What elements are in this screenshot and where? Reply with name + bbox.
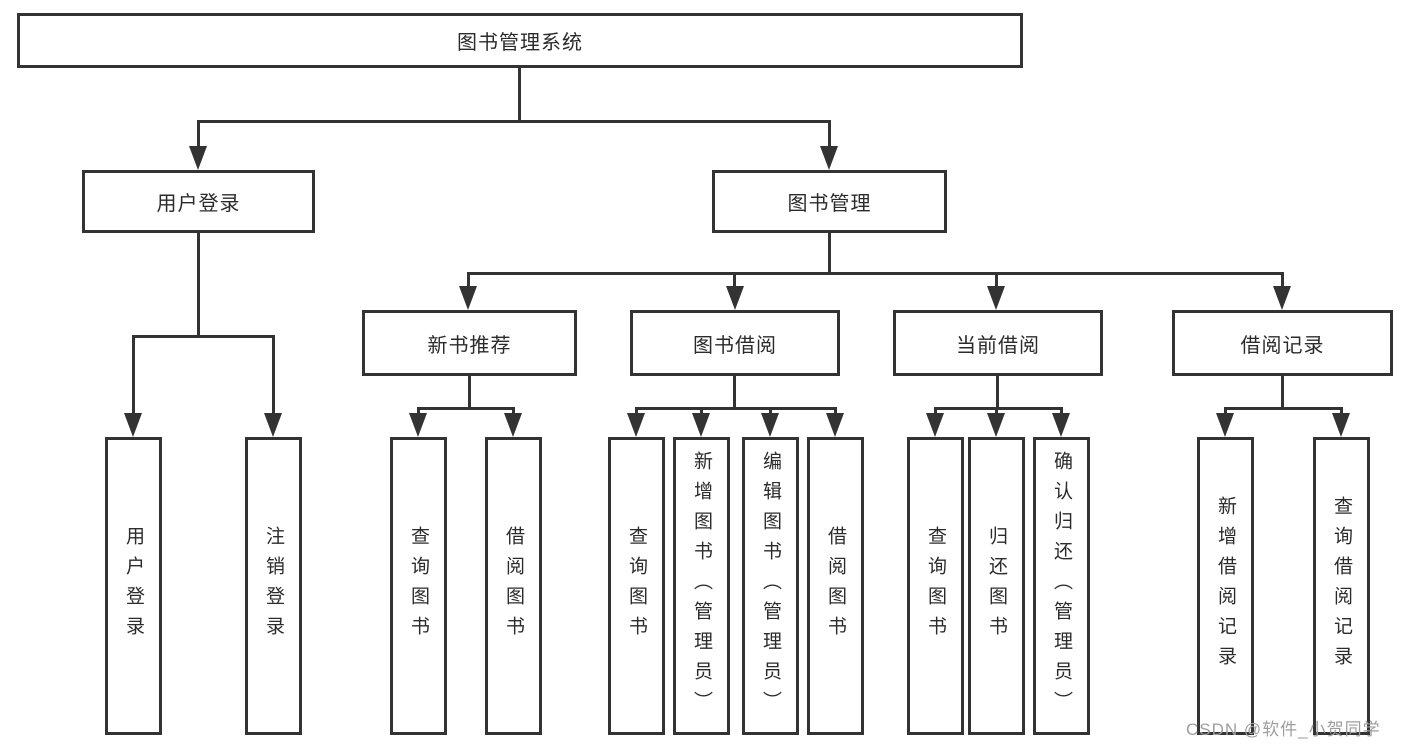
connector-recommend-rail: [417, 407, 515, 410]
connector-stub: [417, 407, 420, 415]
leaf-user-login-label: 用户登录: [123, 526, 144, 646]
arrow-down-icon: [1216, 413, 1234, 437]
leaf-borrow-books-2-label: 借阅图书: [825, 526, 846, 646]
arrow-down-icon: [692, 413, 710, 437]
connector-root-stem: [518, 68, 521, 120]
arrow-down-icon: [987, 286, 1005, 310]
leaf-return-book: 归还图书: [968, 437, 1025, 735]
leaf-query-borrow-record-label: 查询借阅记录: [1331, 496, 1352, 676]
connector-stub: [1340, 407, 1343, 415]
leaf-query-books-current: 查询图书: [907, 437, 964, 735]
connector-stub-current-borrow: [995, 272, 998, 288]
arrow-down-icon: [1273, 286, 1291, 310]
connector-level3-rail: [467, 272, 1283, 275]
leaf-confirm-return-admin-label: 确认归还（管理员）: [1051, 451, 1072, 721]
connector-stub: [700, 407, 703, 415]
connector-stub-leaf-logout: [272, 335, 275, 415]
connector-borrow-records-rail: [1224, 407, 1343, 410]
leaf-logout-label: 注销登录: [263, 526, 284, 646]
leaf-add-borrow-record-label: 新增借阅记录: [1215, 496, 1236, 676]
arrow-down-icon: [1052, 413, 1070, 437]
leaf-borrow-books-recommend-label: 借阅图书: [503, 526, 524, 646]
node-current-borrow-label: 当前借阅: [956, 334, 1040, 357]
connector-recommend-stem: [468, 376, 471, 407]
connector-stub: [834, 407, 837, 415]
leaf-add-borrow-record: 新增借阅记录: [1197, 437, 1254, 735]
arrow-down-icon: [820, 146, 838, 170]
connector-stub: [934, 407, 937, 415]
connector-level2-rail: [197, 120, 831, 123]
leaf-borrow-books-recommend: 借阅图书: [485, 437, 542, 735]
connector-stub: [1060, 407, 1063, 415]
connector-stub: [512, 407, 515, 415]
node-book-management-label: 图书管理: [787, 193, 872, 215]
node-borrow-records-label: 借阅记录: [1240, 334, 1325, 357]
csdn-watermark: CSDN @软件_小贺同学: [1186, 720, 1381, 739]
connector-stub-user-login: [197, 120, 200, 148]
connector-borrow-records-stem: [1281, 376, 1284, 407]
connector-user-login-rail: [132, 335, 275, 338]
arrow-down-icon: [1332, 413, 1350, 437]
node-user-login: 用户登录: [82, 170, 315, 233]
leaf-add-book-admin-label: 新增图书（管理员）: [691, 451, 712, 721]
arrow-down-icon: [926, 413, 944, 437]
connector-book-borrow-rail: [635, 407, 837, 410]
leaf-return-book-label: 归还图书: [986, 526, 1007, 646]
connector-stub: [1224, 407, 1227, 415]
arrow-down-icon: [504, 413, 522, 437]
node-book-borrow: 图书借阅: [630, 310, 840, 376]
arrow-down-icon: [409, 413, 427, 437]
root-node-book-management-system: 图书管理系统: [17, 13, 1023, 68]
connector-stub-leaf-user-login: [132, 335, 135, 415]
node-book-management: 图书管理: [712, 170, 947, 233]
connector-current-borrow-stem: [996, 376, 999, 407]
connector-stub: [995, 407, 998, 415]
connector-stub-book-borrow: [733, 272, 736, 288]
node-borrow-records: 借阅记录: [1172, 310, 1393, 376]
connector-stub-borrow-records: [1281, 272, 1284, 288]
leaf-confirm-return-admin: 确认归还（管理员）: [1033, 437, 1090, 735]
leaf-edit-book-admin: 编辑图书（管理员）: [742, 437, 799, 735]
connector-stub: [635, 407, 638, 415]
arrow-down-icon: [761, 413, 779, 437]
connector-book-management-stem: [828, 233, 831, 272]
node-book-borrow-label: 图书借阅: [693, 334, 777, 357]
node-user-login-label: 用户登录: [156, 193, 241, 215]
arrow-down-icon: [826, 413, 844, 437]
connector-current-borrow-rail: [934, 407, 1063, 410]
connector-book-borrow-stem: [733, 376, 736, 407]
arrow-down-icon: [987, 413, 1005, 437]
root-node-label: 图书管理系统: [457, 32, 583, 54]
arrow-down-icon: [264, 413, 282, 437]
node-new-book-recommend: 新书推荐: [362, 310, 577, 376]
leaf-borrow-books-2: 借阅图书: [807, 437, 864, 735]
leaf-query-books-recommend-label: 查询图书: [408, 526, 429, 646]
leaf-query-books-current-label: 查询图书: [925, 526, 946, 646]
leaf-query-borrow-record: 查询借阅记录: [1313, 437, 1370, 735]
arrow-down-icon: [627, 413, 645, 437]
leaf-logout: 注销登录: [245, 437, 302, 735]
arrow-down-icon: [459, 286, 477, 310]
node-current-borrow: 当前借阅: [893, 310, 1103, 376]
connector-stub-book-management: [828, 120, 831, 148]
arrow-down-icon: [726, 286, 744, 310]
leaf-query-books-recommend: 查询图书: [390, 437, 447, 735]
arrow-down-icon: [124, 413, 142, 437]
node-new-book-recommend-label: 新书推荐: [427, 334, 512, 357]
leaf-query-books-borrow-label: 查询图书: [626, 526, 647, 646]
leaf-query-books-borrow: 查询图书: [608, 437, 665, 735]
arrow-down-icon: [189, 146, 207, 170]
leaf-add-book-admin: 新增图书（管理员）: [673, 437, 730, 735]
connector-stub: [769, 407, 772, 415]
leaf-user-login: 用户登录: [105, 437, 162, 735]
connector-user-login-stem: [197, 233, 200, 335]
leaf-edit-book-admin-label: 编辑图书（管理员）: [760, 451, 781, 721]
connector-stub-new-book-recommend: [467, 272, 470, 288]
